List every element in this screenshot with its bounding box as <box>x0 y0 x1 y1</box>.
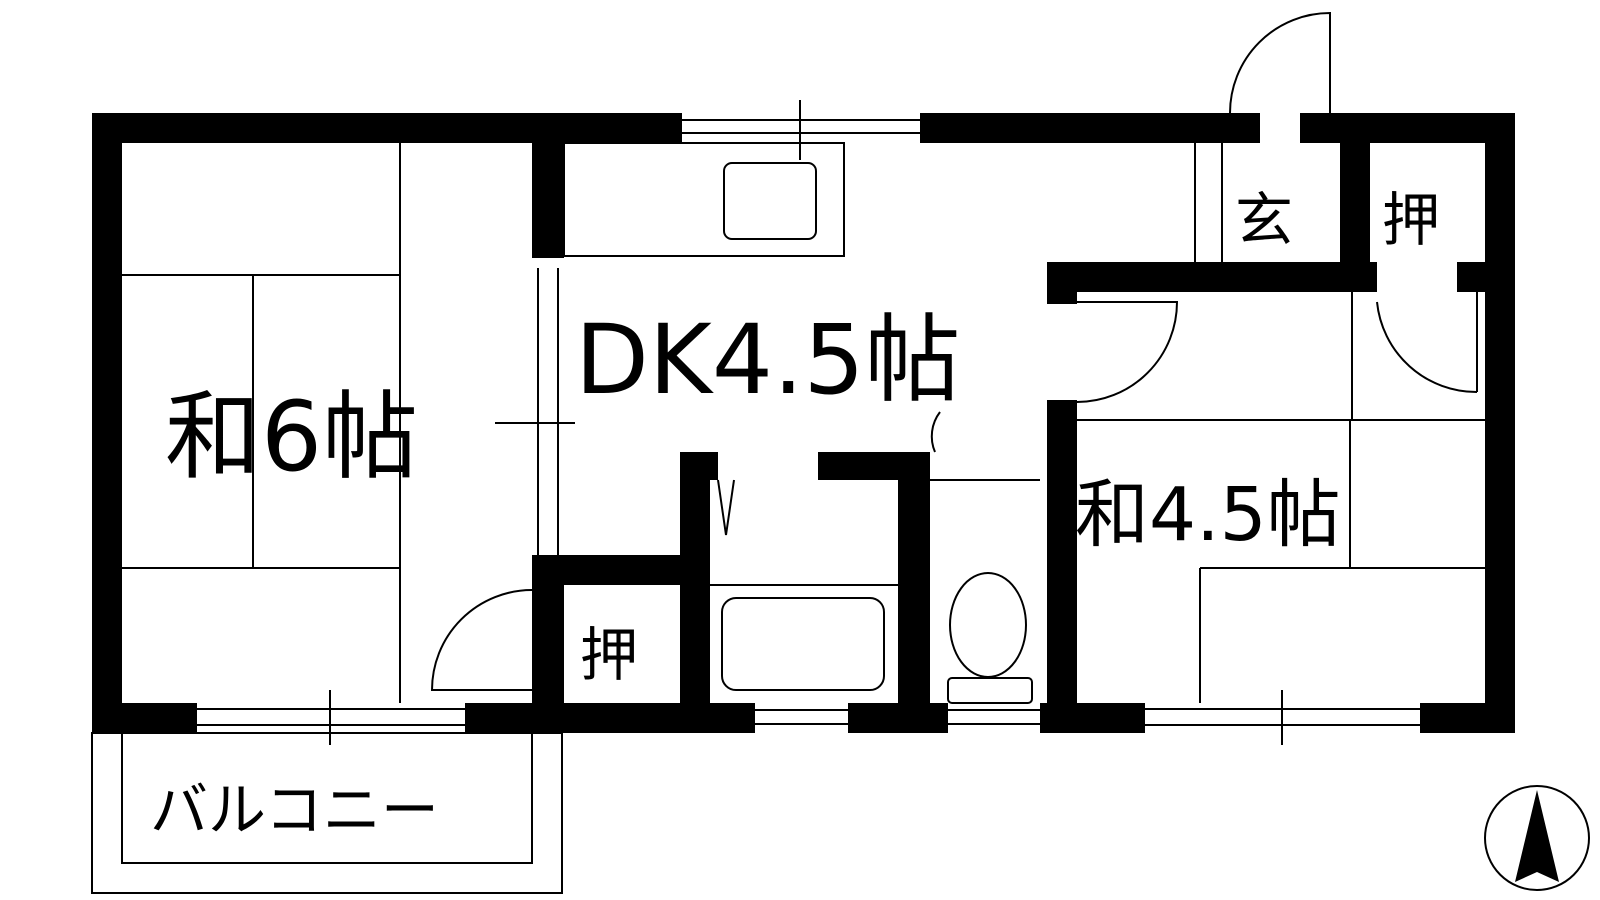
room-label-genkan: 玄 <box>1235 186 1293 254</box>
room-label-oshiire-mid: 押 <box>580 621 638 689</box>
room-label-balcony: バルコニー <box>150 776 439 844</box>
walls <box>92 113 1515 733</box>
room-label-washitsu-6: 和6帖 <box>165 381 418 493</box>
room-label-washitsu-45: 和4.5帖 <box>1075 472 1341 558</box>
room-label-dk: DK4.5帖 <box>575 304 961 416</box>
balcony-area <box>91 732 563 894</box>
interior-lines <box>122 11 1487 745</box>
north-arrow-icon <box>1484 785 1590 891</box>
room-label-oshiire-top: 押 <box>1382 186 1440 254</box>
